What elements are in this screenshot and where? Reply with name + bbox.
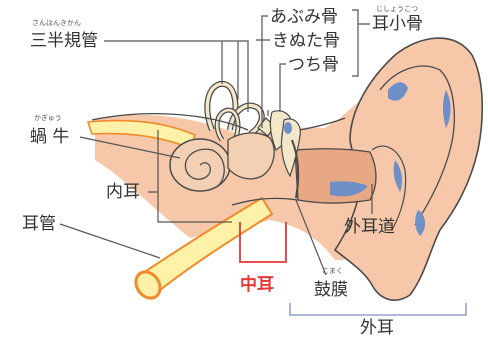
ossicle-shade bbox=[284, 122, 292, 134]
eustachian-tube-label: 耳管 bbox=[22, 214, 56, 234]
outer-ear-label: 外耳 bbox=[360, 318, 394, 338]
ossicles-label: 耳小骨 bbox=[372, 14, 423, 34]
semicircular-canals-leader bbox=[104, 41, 248, 112]
middle-ear-label: 中耳 bbox=[240, 274, 274, 295]
eardrum-label: 鼓膜 bbox=[314, 280, 348, 300]
ossicles-bracket bbox=[352, 10, 370, 76]
incus-label: きぬた骨 bbox=[272, 31, 340, 51]
semicircular-canals-ruby: さんはんきかん bbox=[32, 19, 81, 27]
cochlea-ruby: かぎゅう bbox=[34, 113, 62, 122]
stapes-label: あぶみ骨 bbox=[270, 7, 338, 27]
malleus-label: つち骨 bbox=[288, 55, 339, 75]
semicircular-canals-label: 三半規管 bbox=[30, 31, 98, 51]
outer-ear-bracket bbox=[290, 303, 466, 315]
ossicles-ruby: じしょうこつ bbox=[376, 5, 418, 13]
external-canal-label: 外耳道 bbox=[344, 217, 395, 237]
cochlea-label: 蝸 牛 bbox=[30, 127, 69, 147]
inner-ear-label: 内耳 bbox=[106, 182, 140, 202]
vestibule bbox=[228, 133, 274, 179]
eustachian-tube-leader bbox=[60, 224, 160, 258]
